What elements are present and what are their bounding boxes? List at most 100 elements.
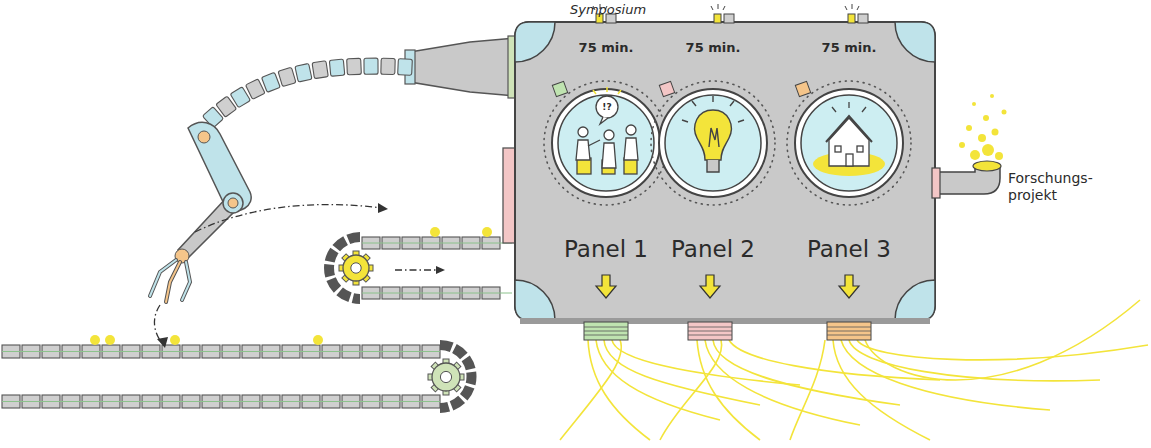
lamp-base	[858, 14, 868, 23]
lamp-base	[724, 14, 734, 23]
bubble	[983, 115, 989, 121]
rivet-ring	[544, 81, 668, 205]
duration-label: 75 min.	[579, 38, 634, 55]
idea-ball	[90, 335, 100, 345]
arm-segments	[200, 58, 412, 130]
panel-title: Panel 1	[564, 236, 648, 264]
panel-window	[558, 95, 654, 191]
robot-arm	[150, 36, 517, 302]
rays	[682, 96, 744, 122]
pipe-flange	[932, 168, 940, 198]
panel-icons	[576, 87, 885, 176]
machine-title: Symposium	[570, 2, 646, 18]
duration-label: 75 min.	[686, 38, 741, 55]
window-rim	[659, 89, 767, 197]
idea-ball	[482, 227, 492, 237]
machine-body	[515, 22, 935, 320]
door	[846, 154, 853, 166]
arm-segment	[398, 59, 413, 76]
outlet-stripe	[827, 335, 871, 336]
panel: 75 min.Panel 2	[660, 38, 766, 264]
outlet-stripe	[584, 327, 628, 328]
bubble	[970, 150, 980, 160]
belt-axis	[2, 351, 440, 352]
panel-windows	[544, 81, 911, 298]
bubble	[1002, 110, 1007, 115]
corner	[515, 280, 555, 320]
bubble-tail	[600, 117, 608, 124]
arrow-head	[436, 266, 445, 274]
outlet	[584, 322, 628, 340]
body	[576, 140, 590, 160]
ground	[813, 152, 885, 176]
down-arrow	[596, 275, 616, 298]
body	[624, 138, 638, 160]
claw-fill	[182, 262, 190, 300]
head	[604, 130, 614, 140]
gear-wheel	[343, 255, 369, 281]
speech-bubble	[596, 96, 618, 118]
motion-arrows	[154, 205, 438, 344]
arm-segment	[347, 58, 362, 75]
belt-axis	[2, 401, 440, 402]
forearm	[178, 196, 240, 258]
panel-outlets	[584, 322, 871, 340]
outlet-stripe	[827, 331, 871, 332]
lightbulb-icon	[682, 96, 744, 172]
head	[578, 127, 588, 137]
outlet	[688, 322, 732, 340]
gear-wheel	[432, 363, 460, 391]
arm-segment	[381, 58, 395, 74]
bubble	[992, 129, 999, 136]
pipe-opening	[973, 161, 1001, 171]
rivet-ring	[787, 81, 911, 205]
lamp-rays	[845, 4, 859, 10]
symposium-machine	[503, 22, 1007, 324]
corner	[895, 280, 935, 320]
pointing-arm	[588, 140, 600, 146]
outlet-stripe	[688, 327, 732, 328]
output-bubbles	[959, 94, 1007, 160]
lamp	[848, 14, 855, 23]
idea-ball	[105, 335, 115, 345]
bubble	[966, 125, 972, 131]
dashed-arrow	[195, 205, 382, 232]
idea-ball	[430, 227, 440, 237]
lamp	[714, 14, 721, 23]
wire	[588, 340, 650, 440]
bulb-base	[707, 160, 719, 172]
conveyors	[2, 227, 512, 408]
bubble	[982, 144, 994, 156]
outlet	[827, 322, 871, 340]
elbow-joint-core	[228, 198, 238, 208]
window-tag	[795, 81, 810, 96]
claw	[182, 262, 190, 300]
gear	[428, 359, 464, 395]
lamp-rays	[711, 4, 725, 10]
rivet-ring	[651, 81, 775, 205]
window	[835, 146, 841, 152]
wire	[857, 340, 1148, 360]
arm-nozzle	[410, 38, 515, 96]
arm-segment	[261, 72, 280, 92]
bubble	[959, 142, 965, 148]
arm-segment	[364, 58, 378, 74]
body	[602, 143, 616, 168]
down-arrow	[839, 275, 859, 298]
arm-segment	[278, 67, 296, 86]
idea-ball	[170, 335, 180, 345]
bubble	[995, 152, 1003, 160]
gear-hub	[351, 263, 361, 273]
bubble	[990, 94, 994, 98]
joint	[198, 131, 210, 143]
rays	[593, 87, 621, 94]
corner	[515, 22, 555, 62]
output-label: Forschungs- projekt	[1008, 170, 1104, 204]
panel: 75 min.Panel 3	[796, 38, 902, 264]
panel-window	[801, 95, 897, 191]
panel-title: Panel 3	[807, 236, 891, 264]
dashed-arrow	[395, 269, 438, 270]
wire	[790, 340, 825, 440]
